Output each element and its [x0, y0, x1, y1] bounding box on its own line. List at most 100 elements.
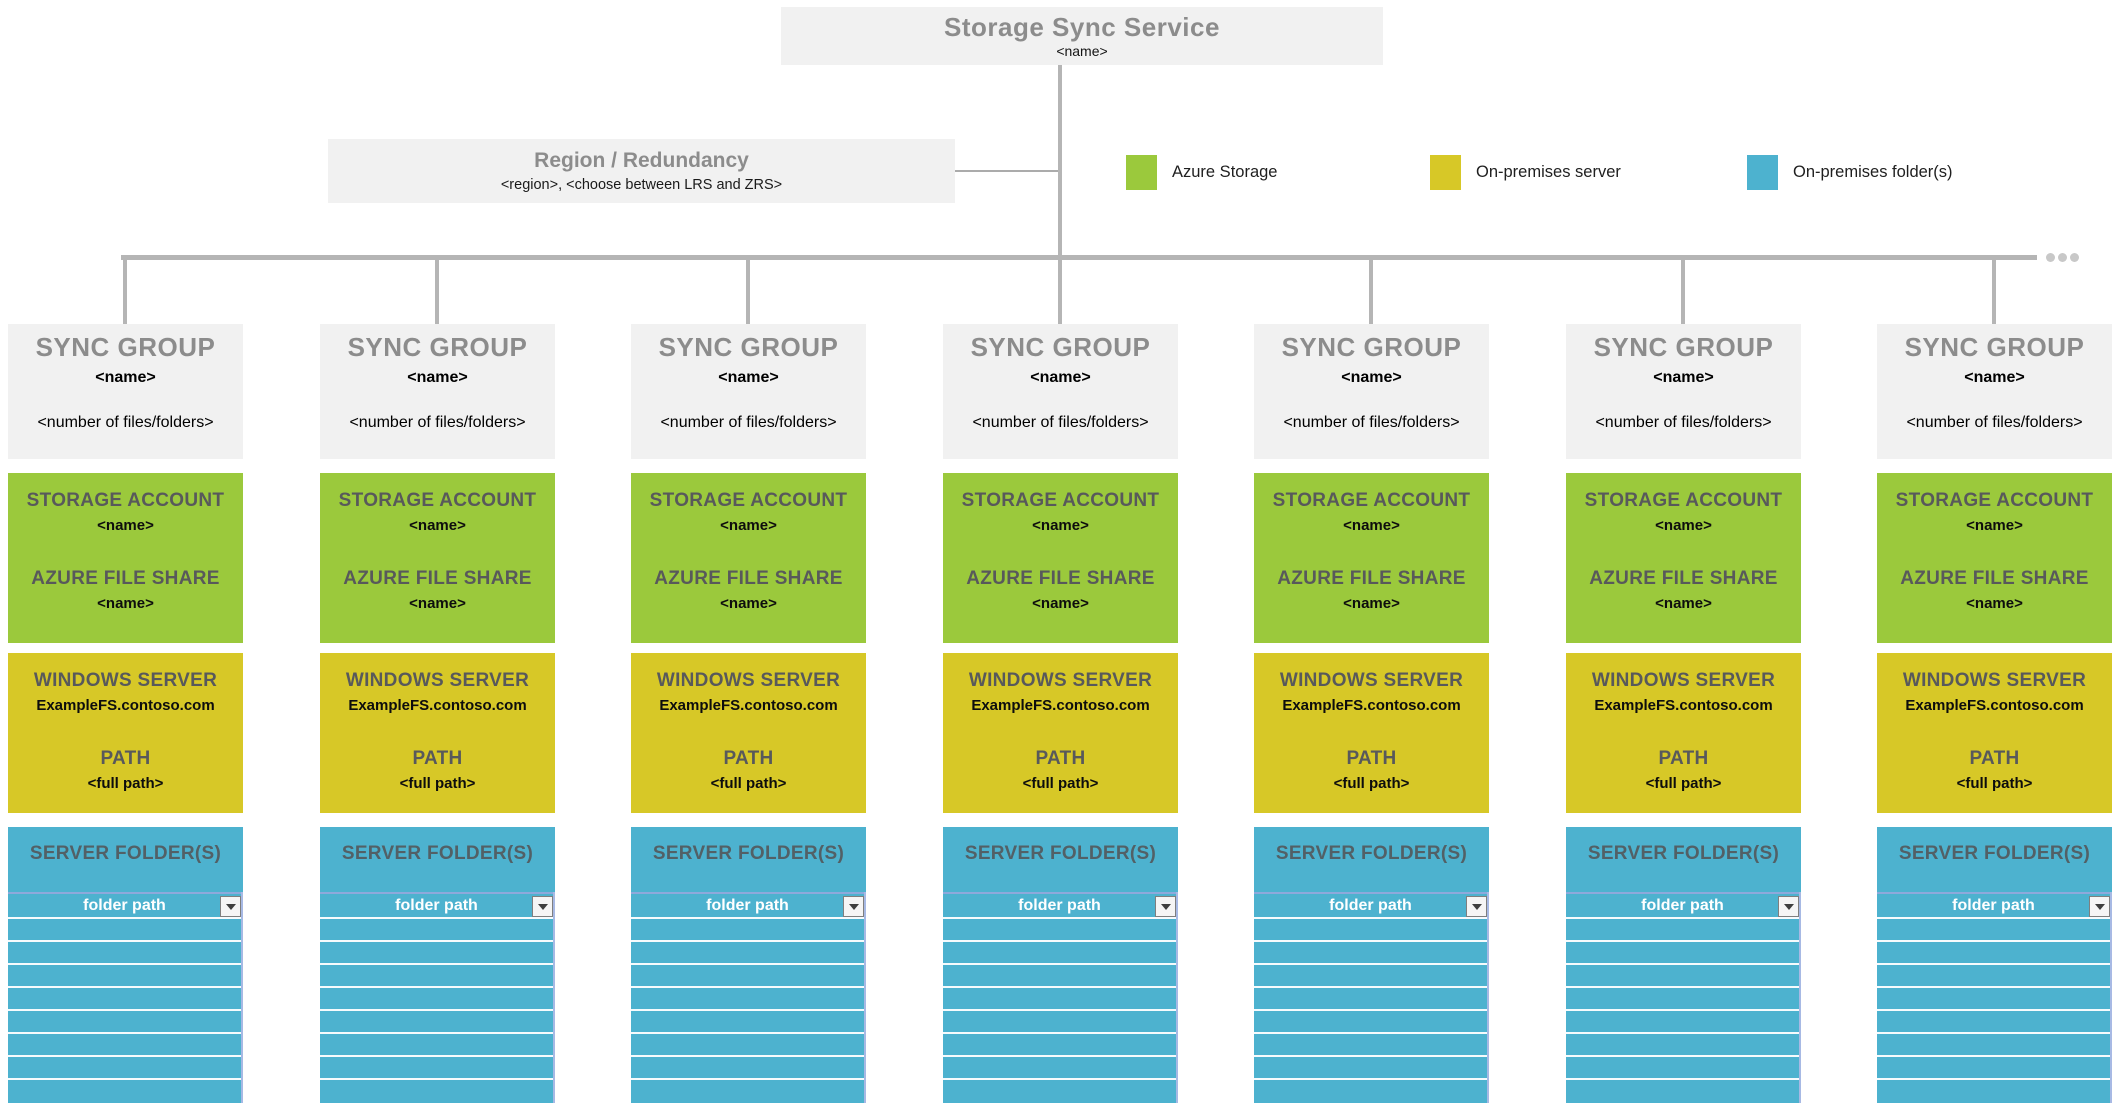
empty-folder-row[interactable]: [320, 963, 553, 986]
empty-folder-row[interactable]: [1254, 917, 1487, 940]
file-share-name-placeholder[interactable]: <name>: [409, 595, 466, 612]
empty-folder-row[interactable]: [8, 940, 241, 963]
storage-account-name-placeholder[interactable]: <name>: [1032, 517, 1089, 534]
empty-folder-row[interactable]: [631, 940, 864, 963]
empty-folder-row[interactable]: [631, 1032, 864, 1055]
empty-folder-row[interactable]: [320, 1032, 553, 1055]
empty-folder-row[interactable]: [8, 1078, 241, 1101]
folder-path-row[interactable]: folder path: [943, 892, 1176, 917]
empty-folder-row[interactable]: [8, 1055, 241, 1078]
folder-path-dropdown-button[interactable]: [2089, 896, 2110, 917]
empty-folder-row[interactable]: [943, 1055, 1176, 1078]
storage-account-name-placeholder[interactable]: <name>: [720, 517, 777, 534]
path-placeholder[interactable]: <full path>: [1333, 775, 1410, 792]
empty-folder-row[interactable]: [943, 986, 1176, 1009]
folder-path-dropdown-button[interactable]: [843, 896, 864, 917]
server-fqdn[interactable]: ExampleFS.contoso.com: [659, 697, 838, 714]
folder-path-value[interactable]: folder path: [1641, 896, 1724, 914]
folder-path-value[interactable]: folder path: [1018, 896, 1101, 914]
empty-folder-row[interactable]: [1254, 940, 1487, 963]
empty-folder-row[interactable]: [1254, 963, 1487, 986]
server-fqdn[interactable]: ExampleFS.contoso.com: [348, 697, 527, 714]
empty-folder-row[interactable]: [8, 963, 241, 986]
empty-folder-row[interactable]: [631, 986, 864, 1009]
server-fqdn[interactable]: ExampleFS.contoso.com: [1594, 697, 1773, 714]
sync-group-name-placeholder[interactable]: <name>: [1341, 369, 1402, 386]
empty-folder-row[interactable]: [631, 1009, 864, 1032]
sync-group-name-placeholder[interactable]: <name>: [1964, 369, 2025, 386]
path-placeholder[interactable]: <full path>: [1645, 775, 1722, 792]
empty-folder-row[interactable]: [631, 917, 864, 940]
sync-group-count-placeholder[interactable]: <number of files/folders>: [1283, 414, 1460, 431]
sync-group-name-placeholder[interactable]: <name>: [95, 369, 156, 386]
empty-folder-row[interactable]: [1566, 986, 1799, 1009]
path-placeholder[interactable]: <full path>: [1022, 775, 1099, 792]
empty-folder-row[interactable]: [631, 1078, 864, 1101]
folder-path-row[interactable]: folder path: [320, 892, 553, 917]
folder-path-row[interactable]: folder path: [1254, 892, 1487, 917]
empty-folder-row[interactable]: [631, 963, 864, 986]
empty-folder-row[interactable]: [1566, 1009, 1799, 1032]
folder-path-dropdown-button[interactable]: [1466, 896, 1487, 917]
empty-folder-row[interactable]: [1254, 1078, 1487, 1101]
file-share-name-placeholder[interactable]: <name>: [1966, 595, 2023, 612]
file-share-name-placeholder[interactable]: <name>: [1343, 595, 1400, 612]
folder-path-value[interactable]: folder path: [706, 896, 789, 914]
server-fqdn[interactable]: ExampleFS.contoso.com: [36, 697, 215, 714]
empty-folder-row[interactable]: [8, 986, 241, 1009]
empty-folder-row[interactable]: [631, 1055, 864, 1078]
path-placeholder[interactable]: <full path>: [710, 775, 787, 792]
empty-folder-row[interactable]: [1877, 986, 2110, 1009]
server-fqdn[interactable]: ExampleFS.contoso.com: [1905, 697, 2084, 714]
path-placeholder[interactable]: <full path>: [87, 775, 164, 792]
file-share-name-placeholder[interactable]: <name>: [97, 595, 154, 612]
path-placeholder[interactable]: <full path>: [1956, 775, 2033, 792]
empty-folder-row[interactable]: [943, 1009, 1176, 1032]
sync-group-name-placeholder[interactable]: <name>: [1030, 369, 1091, 386]
empty-folder-row[interactable]: [943, 1032, 1176, 1055]
empty-folder-row[interactable]: [320, 1078, 553, 1101]
storage-account-name-placeholder[interactable]: <name>: [409, 517, 466, 534]
empty-folder-row[interactable]: [1566, 1078, 1799, 1101]
folder-path-row[interactable]: folder path: [631, 892, 864, 917]
sync-group-name-placeholder[interactable]: <name>: [407, 369, 468, 386]
sync-group-name-placeholder[interactable]: <name>: [1653, 369, 1714, 386]
empty-folder-row[interactable]: [1566, 963, 1799, 986]
folder-path-value[interactable]: folder path: [1329, 896, 1412, 914]
folder-path-row[interactable]: folder path: [8, 892, 241, 917]
sync-group-name-placeholder[interactable]: <name>: [718, 369, 779, 386]
folder-path-row[interactable]: folder path: [1566, 892, 1799, 917]
empty-folder-row[interactable]: [320, 917, 553, 940]
empty-folder-row[interactable]: [1877, 1078, 2110, 1101]
folder-path-dropdown-button[interactable]: [1778, 896, 1799, 917]
folder-path-dropdown-button[interactable]: [1155, 896, 1176, 917]
empty-folder-row[interactable]: [320, 986, 553, 1009]
sync-group-count-placeholder[interactable]: <number of files/folders>: [972, 414, 1149, 431]
empty-folder-row[interactable]: [1254, 1032, 1487, 1055]
folder-path-value[interactable]: folder path: [83, 896, 166, 914]
file-share-name-placeholder[interactable]: <name>: [1032, 595, 1089, 612]
server-fqdn[interactable]: ExampleFS.contoso.com: [971, 697, 1150, 714]
storage-account-name-placeholder[interactable]: <name>: [1655, 517, 1712, 534]
path-placeholder[interactable]: <full path>: [399, 775, 476, 792]
file-share-name-placeholder[interactable]: <name>: [1655, 595, 1712, 612]
empty-folder-row[interactable]: [8, 1032, 241, 1055]
empty-folder-row[interactable]: [1877, 1009, 2110, 1032]
empty-folder-row[interactable]: [320, 1055, 553, 1078]
folder-path-dropdown-button[interactable]: [532, 896, 553, 917]
folder-path-row[interactable]: folder path: [1877, 892, 2110, 917]
folder-path-value[interactable]: folder path: [395, 896, 478, 914]
service-name-placeholder[interactable]: <name>: [1056, 43, 1108, 59]
sync-group-count-placeholder[interactable]: <number of files/folders>: [1906, 414, 2083, 431]
empty-folder-row[interactable]: [8, 917, 241, 940]
empty-folder-row[interactable]: [1877, 1055, 2110, 1078]
storage-account-name-placeholder[interactable]: <name>: [1343, 517, 1400, 534]
empty-folder-row[interactable]: [1877, 917, 2110, 940]
empty-folder-row[interactable]: [1877, 940, 2110, 963]
folder-path-dropdown-button[interactable]: [220, 896, 241, 917]
empty-folder-row[interactable]: [943, 917, 1176, 940]
empty-folder-row[interactable]: [8, 1009, 241, 1032]
empty-folder-row[interactable]: [1254, 986, 1487, 1009]
sync-group-count-placeholder[interactable]: <number of files/folders>: [37, 414, 214, 431]
empty-folder-row[interactable]: [943, 963, 1176, 986]
